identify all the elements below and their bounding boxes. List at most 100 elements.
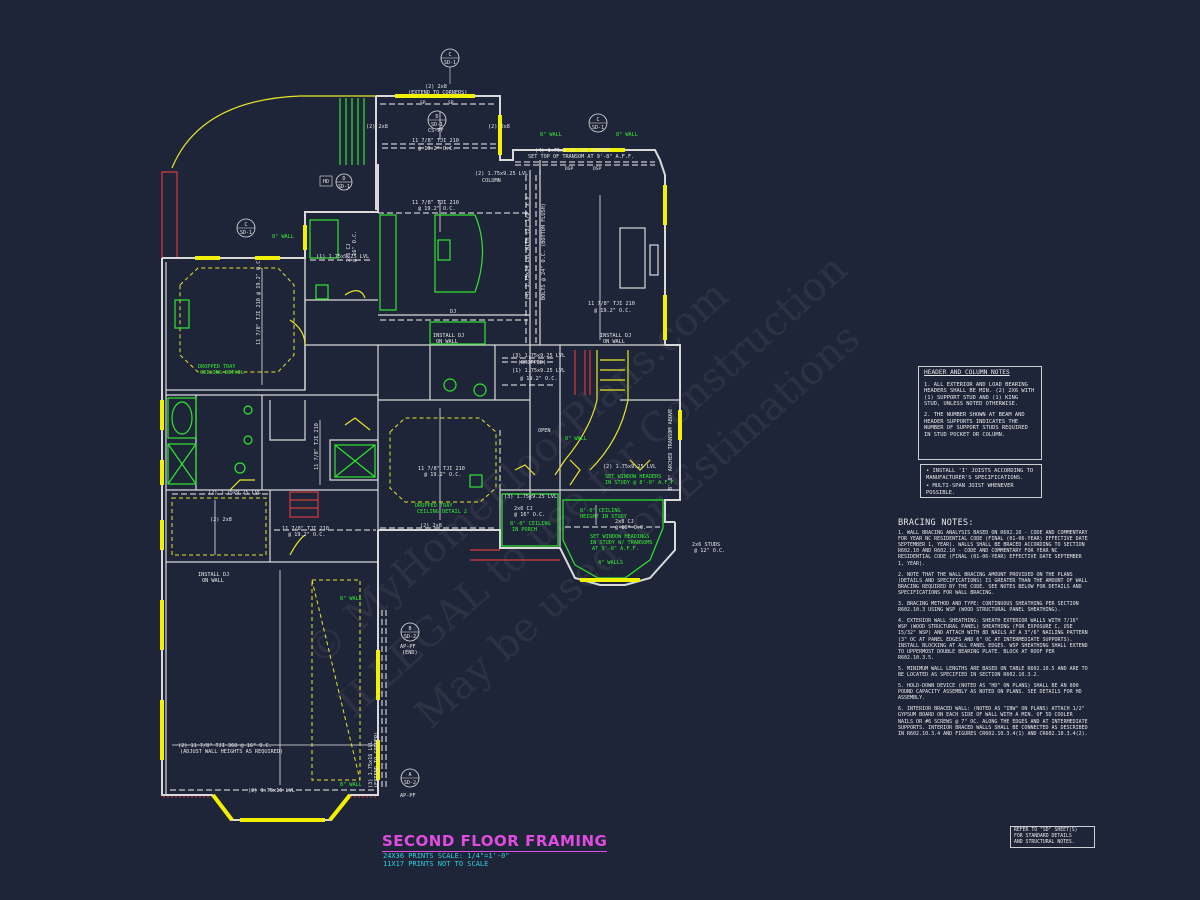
braced-wall-panels [160,94,682,822]
section-marker-d-hd: D SD-1 HD [319,173,353,191]
label-dsp-2: DSP [593,166,602,172]
label-lvl-column-sub: COLUMN [482,178,501,184]
label-cj-up: 2x6 CJ [346,243,352,262]
label-window-hdr-2: SET WINDOW HEADINGS [590,534,649,540]
label-lvl-column: (2) 1.75x9.25 LVL [475,171,528,177]
label-ceiling-study-b: HEIGHT IN STUDY [580,514,628,520]
stairs [163,350,629,798]
label-lvl-study-2: (3) 1.75x9.25 LVL [504,494,557,500]
bracing-note-2: 2. NOTE THAT THE WALL BRACING AMOUNT PRO… [898,571,1088,596]
label-cj-2b: @ 16" O.C. [615,525,646,531]
label-bath-tji-2: 11 7/8" TJI 210 [282,526,329,532]
label-lvl-dropped: (3) 1.75x9.25 LVL [512,353,565,359]
label-lvl-vertical: (4) 1.75x24 LVL WITH (2) 1/2" x 9" [525,194,531,300]
bracing-note-6: 5. HOLD-DOWN DEVICE (NOTED AS "HD" ON PL… [898,683,1082,702]
section-d2-sheet: SD-1 [338,184,350,190]
label-cj-2: 2x8 CJ [615,519,634,525]
header-column-notes: HEADER AND COLUMN NOTES 1. ALL EXTERIOR … [918,366,1042,460]
header-note-2: 2. THE NUMBER SHOWN AT BEAM AND HEADER S… [924,411,1028,438]
section-c3-sheet: SD-1 [240,230,252,236]
label-lvl-dropped-b: (DROPPED) [518,360,546,366]
section-a-letter: A [408,772,411,778]
bracing-note-3: 3. BRACING METHOD AND TYPE: CONTINUOUS S… [898,601,1079,614]
label-install-dj-1: INSTALL DJ [433,333,464,339]
label-garage-tji-b: (ADJUST WALL HEIGHTS AS REQUIRED) [180,749,283,755]
section-marker-a: A SD-2 [400,768,420,788]
bracing-note-4: 4. EXTERIOR WALL SHEATHING: SHEATH EXTER… [898,618,1088,661]
label-cj-1: 2x6 CJ [514,506,533,512]
joist-note-1: • INSTALL 'I' JOISTS ACCORDING TO MANUFA… [926,468,1034,481]
label-bolts: BOLTS @ 24" O.C. (BOTTOM FLUSH) [541,203,547,300]
label-cj-up-b: @ 16" O.C. [352,231,358,262]
label-center-tji-oc: @ 19.2" O.C. [424,472,461,478]
section-c2-letter: C [596,117,599,123]
label-cs-pf: CS-PF [428,128,444,134]
label-wall-8-5: 8" WALL [340,596,362,602]
joist-arrows [172,112,601,785]
label-bottom-lvl: (2) 1.75x16 LVL [248,788,295,794]
bracing-note-7: 6. INTERIOR BRACED WALL: (NOTED AS "IBW"… [898,706,1088,737]
label-dj: DJ [450,309,456,315]
section-a-sheet: SD-2 [404,780,416,786]
section-marker-c-top: C SD-1 [440,48,460,84]
label-ap-pf: AP-PF [400,793,416,799]
label-window-hdr-2c: AT 9'-8" A.F.F. [592,546,639,552]
section-d2-letter: D [342,176,345,182]
label-bath-tji-2-oc: @ 19.2" O.C. [288,532,325,538]
label-ceiling-study: 8'-0" CEILING [580,508,621,514]
label-bay-walls: 4" WALLS [598,560,623,566]
label-install-dj-3: INSTALL DJ [198,572,229,578]
label-install-dj-1b: ON WALL [436,339,458,345]
label-tray-1: DROPPED TRAY [198,364,236,370]
sheet-title: SECOND FLOOR FRAMING [382,832,608,852]
section-marker-c-left: C SD-1 [236,218,256,238]
label-tji-top: 11 7/8" TJI 210 [412,138,459,144]
label-wall-8-3: 8" WALL [272,234,294,240]
joist-notes: • INSTALL 'I' JOISTS ACCORDING TO MANUFA… [920,464,1042,498]
label-window-hdr-2b: IN STUDY W/ TRANSOMS [590,540,652,546]
label-tray-2: DROPPED TRAY [415,503,453,509]
label-tji-top-oc: @ 19.2" O.C. [418,146,455,152]
section-b-sheet: SD-2 [404,634,416,640]
hold-down-tag: HD [323,179,329,185]
label-tray-1b: CEILING DETAIL [200,370,244,376]
label-ceiling-porch-b: IN PORCH [512,527,537,533]
label-garage-tji: (2) 11 7/8" TJI 360 @ 16" O.C. [178,743,272,749]
label-sp-2: SP [448,100,454,106]
ref-line-2: FOR STANDARD DETAILS [1014,833,1072,839]
section-c2-sheet: SD-1 [592,125,604,131]
label-garage-lvl-b: (EXTEND TO CORNER) [374,732,380,788]
section-c3-letter: C [244,222,247,228]
section-c-sheet: SD-1 [444,60,456,66]
beams [170,103,660,791]
label-two-x8-c: (2) 2x8 [210,517,232,523]
label-bath-tji: 11 7/8" TJI 210 [314,423,320,470]
label-center-tji: 11 7/8" TJI 210 [418,466,465,472]
label-two-x8-b: (2) 2x8 [488,124,510,130]
label-top-header: (2) 2x8 [425,84,447,90]
label-tray-2b: CEILING DETAIL 2 [417,509,467,515]
section-c-letter: C [448,52,451,58]
label-two-x8: (2) 2x8 [366,124,388,130]
joist-note-2: • MULTI-SPAN JOIST WHENEVER POSSIBLE. [926,483,1014,496]
label-ap-pf-end: AP-PF [400,644,416,650]
label-lvl-header: (4) 1.75x9.25 LVL HEADER [535,148,611,154]
label-sp-1: SP [420,100,426,106]
scale-line-1: 24x36 PRINTS SCALE: 1/4"=1'-0" [383,852,510,860]
doors [229,290,651,556]
section-d-letter: D [435,114,438,120]
scale-line-2: 11x17 PRINTS NOT TO SCALE [383,860,489,868]
label-wall-8-1: 8" WALL [540,132,562,138]
label-oc-12: @ 19.2" O.C. [520,376,557,382]
header-note-1: 1. ALL EXTERIOR AND LOAD BEARING HEADERS… [924,381,1035,408]
header-notes-title: HEADER AND COLUMN NOTES [924,369,1010,376]
label-install-dj-2b: ON WALL [603,339,625,345]
label-lvl-small: (1) 1.75x9.25 LVL [316,254,369,260]
reference-box: REFER TO "SD" SHEET(S) FOR STANDARD DETA… [1010,826,1095,848]
label-kitchen-tji-oc: @ 19.2" O.C. [418,206,455,212]
label-install-dj-3b: ON WALL [202,578,224,584]
label-right-tji-oc: @ 19.2" O.C. [594,308,631,314]
label-right-tji: 11 7/8" TJI 210 [588,301,635,307]
